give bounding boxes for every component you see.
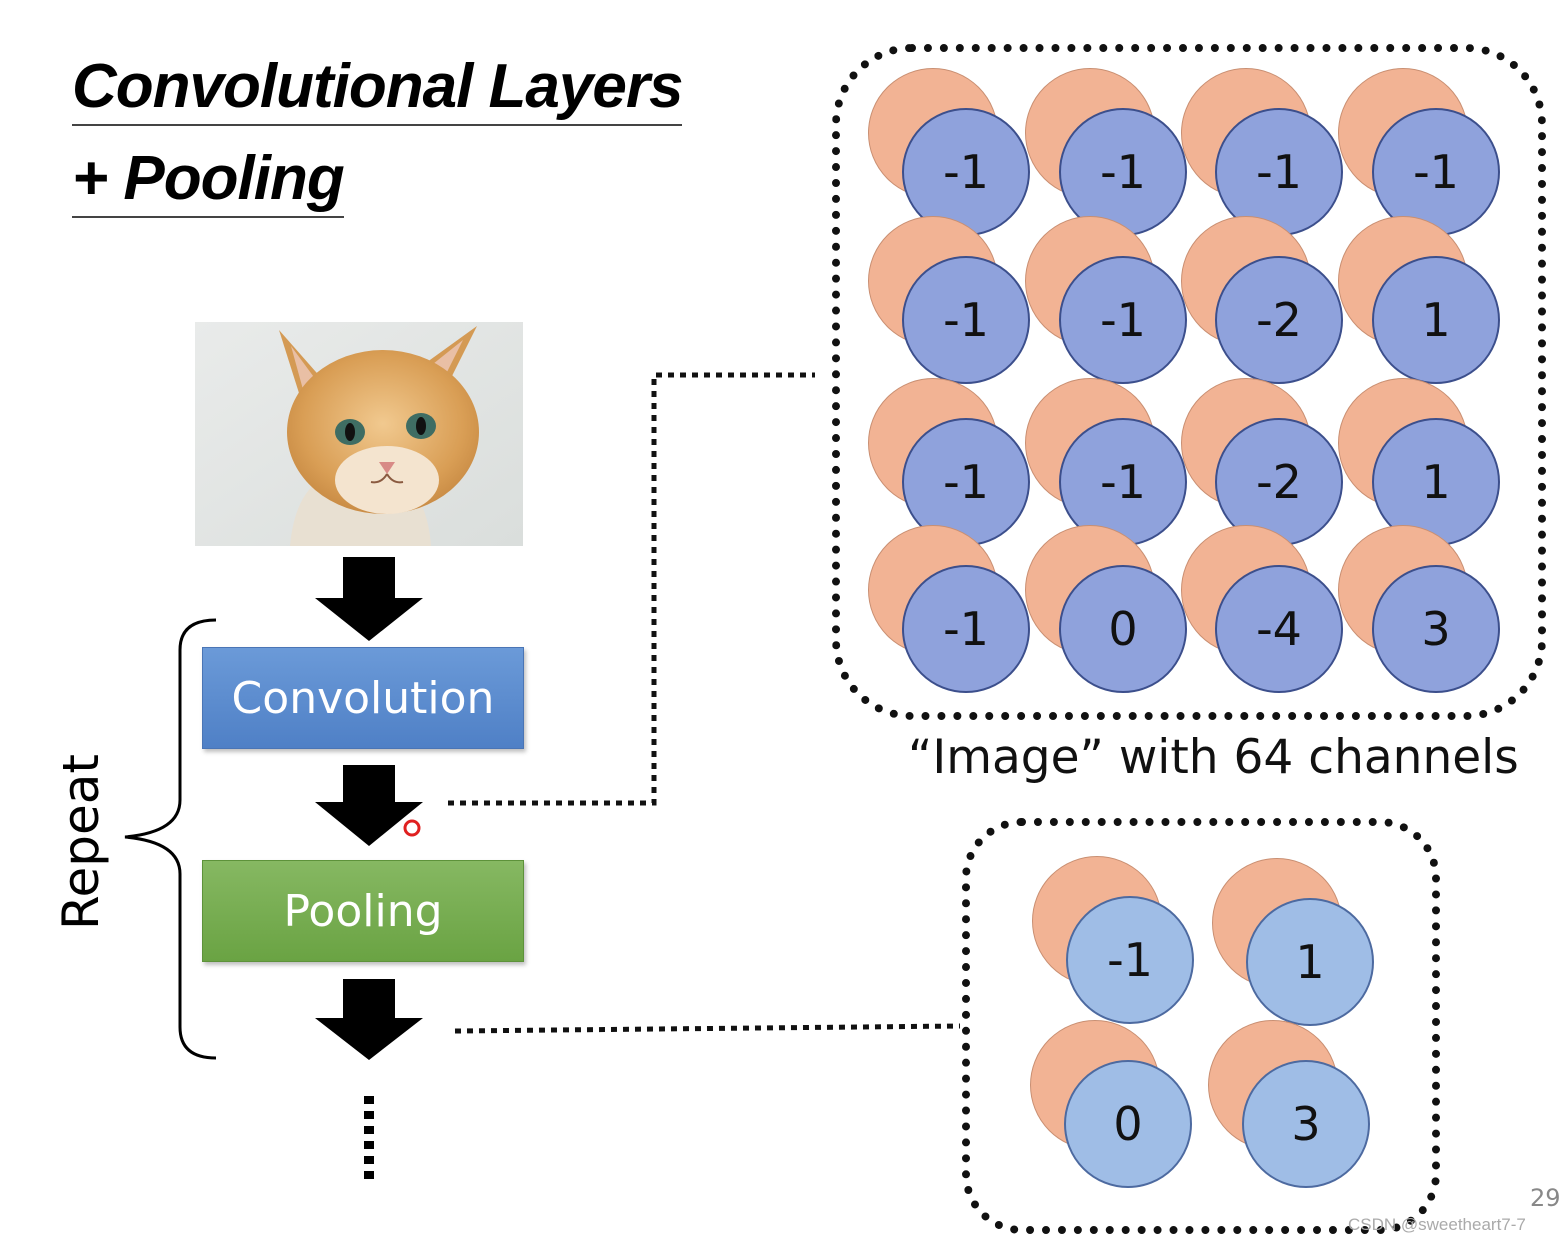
feature-value: -1 bbox=[902, 418, 1030, 546]
feature-value: -1 bbox=[902, 256, 1030, 384]
feature-value: -1 bbox=[1059, 108, 1187, 236]
cat-image bbox=[195, 322, 523, 546]
feature-cell: -1 bbox=[868, 525, 1030, 693]
repeat-brace bbox=[124, 618, 217, 1060]
feature-cell: -1 bbox=[1025, 216, 1187, 384]
feature-value: -4 bbox=[1215, 565, 1343, 693]
feature-cell: -1 bbox=[868, 216, 1030, 384]
feature-map-box bbox=[832, 44, 1546, 720]
pooled-value: -1 bbox=[1066, 896, 1194, 1024]
feature-cell: -1 bbox=[868, 378, 1030, 546]
feature-value: -2 bbox=[1215, 418, 1343, 546]
arrow-down-icon bbox=[315, 979, 423, 1060]
feature-value: 1 bbox=[1372, 256, 1500, 384]
pooling-label: Pooling bbox=[283, 885, 443, 937]
feature-cell: -1 bbox=[868, 68, 1030, 236]
connector-conv bbox=[448, 372, 815, 806]
feature-cell: -1 bbox=[1181, 68, 1343, 236]
watermark: CSDN @sweetheart7-7 bbox=[1348, 1215, 1526, 1234]
feature-cell: -1 bbox=[1025, 68, 1187, 236]
feature-value: -1 bbox=[902, 565, 1030, 693]
feature-value: 0 bbox=[1059, 565, 1187, 693]
feature-value: -1 bbox=[1059, 418, 1187, 546]
feature-cell: -1 bbox=[1025, 378, 1187, 546]
page-number: 29 bbox=[1530, 1184, 1561, 1212]
convolution-label: Convolution bbox=[231, 672, 495, 724]
feature-cell: 1 bbox=[1338, 378, 1500, 546]
feature-value: -1 bbox=[1059, 256, 1187, 384]
feature-value: -1 bbox=[902, 108, 1030, 236]
pooled-cell: -1 bbox=[1032, 856, 1194, 1024]
connector-pool bbox=[454, 1023, 961, 1034]
feature-cell: -2 bbox=[1181, 378, 1343, 546]
arrow-down-icon bbox=[315, 765, 423, 846]
feature-value: -2 bbox=[1215, 256, 1343, 384]
feature-cell: -2 bbox=[1181, 216, 1343, 384]
pooled-value: 1 bbox=[1246, 898, 1374, 1026]
pooled-value: 3 bbox=[1242, 1060, 1370, 1188]
feature-map-caption: “Image” with 64 channels bbox=[908, 730, 1519, 785]
pooled-value: 0 bbox=[1064, 1060, 1192, 1188]
title-line-1: Convolutional Layers bbox=[72, 56, 683, 126]
feature-cell: -1 bbox=[1338, 68, 1500, 236]
feature-value: 1 bbox=[1372, 418, 1500, 546]
pooled-cell: 0 bbox=[1030, 1020, 1192, 1188]
pointer-dot bbox=[403, 819, 421, 837]
arrow-down-icon bbox=[315, 557, 423, 641]
feature-cell: 1 bbox=[1338, 216, 1500, 384]
pooled-cell: 1 bbox=[1212, 858, 1374, 1026]
feature-value: 3 bbox=[1372, 565, 1500, 693]
pooled-map-box bbox=[962, 818, 1440, 1234]
convolution-block: Convolution bbox=[202, 647, 524, 749]
repeat-label: Repeat bbox=[52, 753, 110, 930]
pooling-block: Pooling bbox=[202, 860, 524, 962]
pooled-cell: 3 bbox=[1208, 1020, 1370, 1188]
feature-cell: 0 bbox=[1025, 525, 1187, 693]
title-line-2: + Pooling bbox=[72, 148, 345, 218]
feature-value: -1 bbox=[1215, 108, 1343, 236]
feature-cell: 3 bbox=[1338, 525, 1500, 693]
feature-cell: -4 bbox=[1181, 525, 1343, 693]
